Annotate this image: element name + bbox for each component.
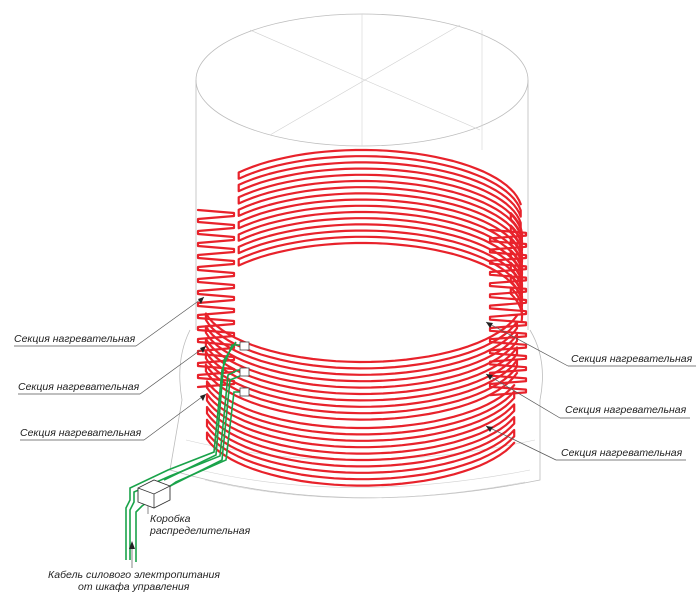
label-right-2: Секция нагревательная (565, 404, 687, 416)
label-cable-line-2: от шкафа управления (78, 581, 190, 592)
label-cable-line-1: Кабель силового электропитания (48, 569, 220, 581)
heating-section-front-2 (205, 380, 516, 487)
heating-sections (196, 148, 528, 487)
labels: Секция нагревательная Секция нагреватель… (14, 333, 693, 592)
junction-points (239, 341, 250, 397)
label-left-1: Секция нагревательная (14, 333, 136, 345)
label-box-line-2: распределительная (149, 525, 251, 537)
distribution-box (137, 479, 171, 509)
heating-section-right-edge (488, 228, 528, 397)
label-right-1: Секция нагревательная (571, 353, 693, 365)
power-wiring (125, 341, 246, 562)
label-box-line-1: Коробка (150, 513, 191, 525)
heating-section-upper-left (237, 148, 522, 299)
label-leaders (14, 296, 696, 568)
label-left-3: Секция нагревательная (20, 427, 142, 439)
heating-section-front-1 (204, 312, 519, 421)
label-right-3: Секция нагревательная (561, 447, 683, 459)
label-left-2: Секция нагревательная (18, 381, 140, 393)
heating-section-left-edge (196, 208, 236, 389)
